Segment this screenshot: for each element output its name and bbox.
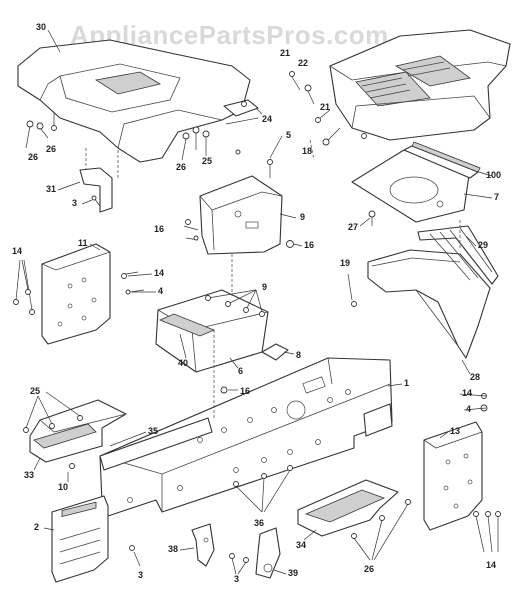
callout-11: 11	[78, 238, 88, 248]
callout-5: 5	[286, 130, 291, 140]
bolt-part-10	[67, 463, 75, 482]
callout-26: 26	[364, 564, 374, 574]
callout-6: 6	[238, 366, 243, 376]
bracket-part-39	[255, 527, 281, 579]
frame-rail-left	[99, 417, 213, 471]
bracket-part-38	[191, 523, 215, 567]
bolt-16-right	[286, 240, 294, 248]
bolt-part-3-lower-left	[129, 545, 141, 567]
callout-21: 21	[280, 48, 290, 58]
callout-29: 29	[478, 240, 488, 250]
callout-14: 14	[486, 560, 496, 570]
hardware-25-26-center	[181, 126, 210, 161]
hardware-26-left	[25, 112, 57, 149]
callout-16: 16	[240, 386, 250, 396]
callout-38: 38	[168, 544, 178, 554]
fastener-27	[368, 210, 376, 226]
callout-36: 36	[254, 518, 264, 528]
assembly-guide-lines	[213, 139, 461, 420]
dash-panel-part-9	[199, 175, 283, 255]
callout-3: 3	[138, 570, 143, 580]
callout-16: 16	[154, 224, 164, 234]
side-plate-part-13	[423, 421, 483, 531]
callout-4: 4	[466, 404, 471, 414]
hood-hardware-18-21-22	[289, 71, 367, 146]
callout-26: 26	[46, 144, 56, 154]
callout-34: 34	[296, 540, 306, 550]
bolt-16-base	[220, 386, 228, 394]
callout-1: 1	[404, 378, 409, 388]
callout-14: 14	[154, 268, 164, 278]
callout-40: 40	[178, 358, 188, 368]
callout-3: 3	[234, 574, 239, 584]
callout-33: 33	[24, 470, 34, 480]
bolts-14-left	[13, 259, 35, 315]
callout-9: 9	[300, 212, 305, 222]
callout-35: 35	[148, 426, 158, 436]
callout-7: 7	[494, 192, 499, 202]
callout-24: 24	[262, 114, 272, 124]
callout-21: 21	[320, 102, 330, 112]
callout-28: 28	[470, 372, 480, 382]
callout-100: 100	[486, 170, 501, 180]
hood-part	[329, 29, 511, 141]
bolts-14-right	[473, 511, 501, 553]
callout-4: 4	[158, 286, 163, 296]
bracket-part-24	[223, 99, 263, 117]
bolts-26-right	[351, 499, 411, 561]
callout-27: 27	[348, 222, 358, 232]
callout-8: 8	[296, 350, 301, 360]
dash-panel-part-30	[17, 39, 251, 163]
callout-2: 2	[34, 522, 39, 532]
callout-labels: 30 26 26 24 26 25 5 21 22 21 18 100 7 27…	[12, 22, 501, 584]
bolts-part-36	[233, 465, 293, 513]
bolt-part-19	[347, 273, 357, 307]
bolts-16-left	[183, 219, 199, 241]
screws-9-center	[205, 289, 265, 317]
callout-leaders	[33, 29, 493, 575]
callout-30: 30	[36, 22, 46, 32]
callout-25: 25	[202, 156, 212, 166]
bolts-14-4-center-left	[121, 271, 145, 295]
bolts-28-footrest	[23, 391, 83, 433]
callout-22: 22	[298, 58, 308, 68]
grille-part-29	[417, 225, 499, 285]
bolt-part-5	[235, 149, 273, 178]
bracket-part-31	[79, 148, 119, 213]
callout-18: 18	[302, 146, 312, 156]
callout-13: 13	[450, 426, 460, 436]
callout-39: 39	[288, 568, 298, 578]
footrest-part-33	[29, 399, 127, 463]
callout-26: 26	[28, 152, 38, 162]
callout-14: 14	[462, 388, 472, 398]
callout-31: 31	[46, 184, 56, 194]
callout-3: 3	[72, 198, 77, 208]
front-plate-part-2	[51, 495, 109, 583]
bolts-part-3-lower	[229, 553, 249, 575]
side-plate-part-11	[41, 243, 111, 345]
callout-14: 14	[12, 246, 22, 256]
callout-16: 16	[304, 240, 314, 250]
bumper-part-28	[367, 249, 491, 359]
callout-19: 19	[340, 258, 350, 268]
clip-part-8	[261, 343, 289, 361]
callout-9: 9	[262, 282, 267, 292]
callout-28: 25	[30, 386, 40, 396]
plate-part-7	[351, 149, 471, 223]
callout-26: 26	[176, 162, 186, 172]
footrest-part-34	[297, 479, 399, 537]
callout-10: 10	[58, 482, 68, 492]
